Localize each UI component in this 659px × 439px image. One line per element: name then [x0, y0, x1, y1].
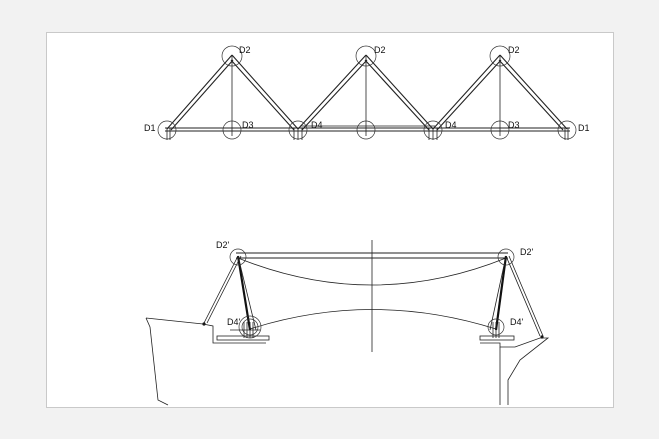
label-d2-c: D2 — [508, 45, 520, 55]
right-strut-inner — [489, 255, 507, 331]
right-stay — [505, 255, 541, 337]
right-abutment-profile — [480, 337, 550, 405]
label-d3-b: D3 — [508, 120, 520, 130]
detail-circle-d2-b — [355, 45, 377, 67]
left-abutment-top — [145, 317, 266, 344]
left-stay — [203, 255, 239, 324]
left-abutment-edge — [145, 317, 169, 406]
detail-circles-bottom — [229, 248, 515, 339]
label-d1-right: D1 — [578, 123, 590, 133]
truss-elevation: D1 D2 D3 D4 D2 D4 D2 D3 D1 — [144, 45, 590, 140]
label-d2p-left: D2' — [216, 240, 230, 250]
arch-member — [249, 309, 497, 330]
detail-circle-d2p-left — [229, 248, 247, 266]
detail-circle-d4p-right — [487, 318, 505, 336]
detail-circle-d2-c — [489, 45, 511, 67]
label-d3-a: D3 — [242, 120, 254, 130]
right-bearing — [479, 322, 515, 341]
detail-circle-d2-a — [221, 45, 243, 67]
label-d2p-right: D2' — [520, 247, 534, 257]
detail-circle-d3-b — [490, 120, 510, 140]
detail-circle-d4p-left-outer — [238, 315, 262, 339]
label-d2-a: D2 — [239, 45, 251, 55]
label-d4p-left: D4' — [227, 317, 241, 327]
detail-circle-d1-left — [157, 120, 177, 140]
label-d1-left: D1 — [144, 123, 156, 133]
detail-circle-d3-a — [222, 120, 242, 140]
detail-circle-d4-b — [423, 120, 443, 140]
vertical-members — [231, 55, 501, 136]
detail-circle-mid — [356, 120, 376, 140]
detail-circle-d4p-left-inner — [241, 318, 259, 336]
label-d4-b: D4 — [445, 120, 457, 130]
bridge-section: D2' D2' D4' D4' — [145, 240, 550, 406]
right-stay-2 — [508, 255, 544, 337]
left-stay-2 — [206, 255, 242, 324]
detail-circles-top — [157, 45, 577, 140]
detail-circle-d2p-right — [497, 248, 515, 266]
detail-circle-d4-a — [288, 120, 308, 140]
diagonal-members — [166, 54, 568, 131]
label-d4p-right: D4' — [510, 317, 524, 327]
right-strut — [494, 255, 508, 331]
detail-circle-d1-right — [557, 120, 577, 140]
label-d2-b: D2 — [374, 45, 386, 55]
left-strut — [236, 255, 252, 331]
left-strut-inner — [237, 255, 257, 331]
label-d4-a: D4 — [311, 120, 323, 130]
